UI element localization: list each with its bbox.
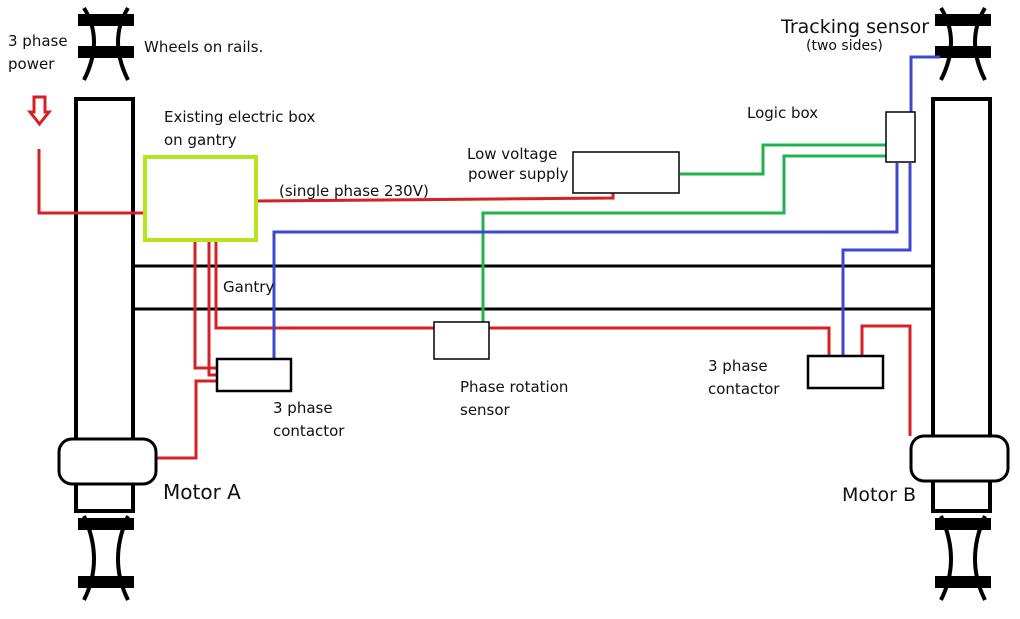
gantry-beam [133,264,933,311]
contactor-b-label-2: contactor [708,380,780,398]
motor-a-label: Motor A [163,480,241,504]
contactor-b-label-1: 3 phase [708,357,768,375]
electric-box-label-2: on gantry [164,131,237,149]
power-label-1: 3 phase [8,32,68,50]
power-arrow-icon [26,95,53,127]
green-wires [481,143,887,323]
contactor-b [806,354,885,390]
red-wires [37,149,912,460]
single-phase-label: (single phase 230V) [279,182,429,200]
low-voltage-label-1: Low voltage [467,145,557,163]
contactor-a-label-2: contactor [273,422,345,440]
contactor-a [215,357,293,393]
tracking-sensor-sublabel: (two sides) [806,38,883,54]
wheel-bottom-right [935,515,991,601]
blue-wires [272,55,940,358]
electric-box-label-1: Existing electric box [164,108,316,126]
tracking-sensor-label: Tracking sensor [780,16,929,38]
logic-box [885,111,916,163]
logic-box-label: Logic box [747,104,818,122]
motor-b [909,434,1010,483]
contactor-a-label-1: 3 phase [273,399,333,417]
phase-rotation-sensor [433,321,490,360]
electric-box [143,155,258,242]
gantry-label: Gantry [223,278,274,296]
phase-rotation-label-2: sensor [460,401,511,419]
low-voltage-power-supply [572,151,680,194]
phase-rotation-label-1: Phase rotation [460,378,568,396]
wheel-top-right [935,6,991,81]
motor-b-label: Motor B [842,484,916,506]
wheel-top-left [78,6,134,81]
wheel-bottom-left [78,515,134,601]
motor-a [57,437,158,486]
power-label-2: power [8,55,55,73]
wheels-label: Wheels on rails. [144,38,263,56]
low-voltage-label-2: power supply [468,165,569,183]
